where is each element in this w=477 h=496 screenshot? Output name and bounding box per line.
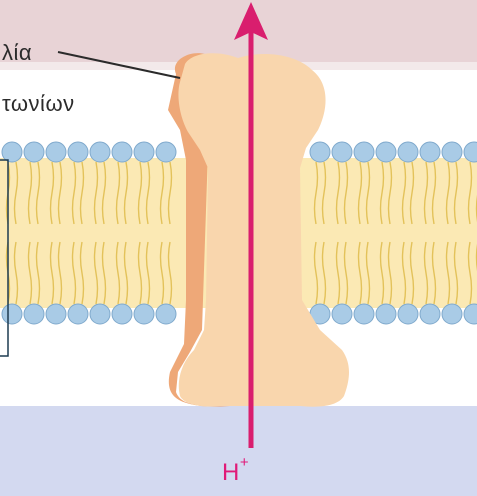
lipid-head-top — [156, 142, 176, 162]
lipid-head-top — [420, 142, 440, 162]
lipid-head-bottom — [156, 304, 176, 324]
protein-label-line1: λία — [2, 40, 32, 66]
protein-label-line2: τωνίων — [2, 91, 75, 117]
lipid-head-top — [354, 142, 374, 162]
lipid-head-top — [134, 142, 154, 162]
ion-charge: + — [240, 454, 249, 471]
lipid-head-bottom — [46, 304, 66, 324]
lipid-head-bottom — [398, 304, 418, 324]
lipid-head-top — [68, 142, 88, 162]
lipid-head-bottom — [354, 304, 374, 324]
lipid-head-top — [442, 142, 462, 162]
ion-symbol: H — [222, 459, 240, 486]
lipid-head-bottom — [134, 304, 154, 324]
lipid-head-top — [332, 142, 352, 162]
lipid-head-bottom — [112, 304, 132, 324]
lipid-head-top — [90, 142, 110, 162]
lipid-head-bottom — [442, 304, 462, 324]
lipid-head-top — [112, 142, 132, 162]
lipid-head-top — [46, 142, 66, 162]
lipid-head-top — [398, 142, 418, 162]
lipid-head-bottom — [332, 304, 352, 324]
lipid-head-bottom — [420, 304, 440, 324]
lipid-head-bottom — [68, 304, 88, 324]
proton-ion-label: H+ — [222, 458, 249, 487]
lipid-head-top — [24, 142, 44, 162]
lipid-head-top — [2, 142, 22, 162]
lipid-head-top — [310, 142, 330, 162]
lipid-head-top — [376, 142, 396, 162]
lipid-head-bottom — [376, 304, 396, 324]
lipid-head-bottom — [24, 304, 44, 324]
lipid-head-bottom — [90, 304, 110, 324]
lipid-head-bottom — [2, 304, 22, 324]
